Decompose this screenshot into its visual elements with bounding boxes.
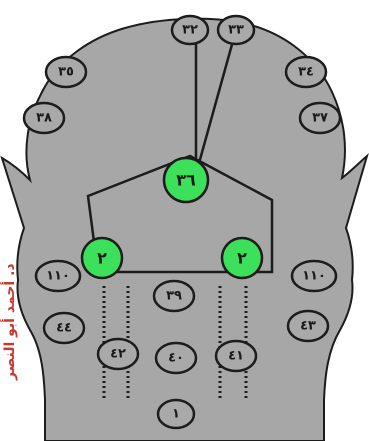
point-44-label: ٤٤	[56, 321, 72, 336]
point-2-left-label: ٢	[97, 249, 107, 268]
point-37-label: ٣٧	[312, 111, 328, 126]
point-44: ٤٤	[44, 313, 84, 343]
point-40-label: ٤٠	[168, 351, 184, 366]
point-36: ٣٦	[164, 158, 208, 202]
point-40: ٤٠	[156, 343, 196, 373]
point-34-label: ٣٤	[298, 65, 314, 80]
point-2-left: ٢	[82, 238, 122, 278]
point-110-right: ١١٠	[292, 261, 336, 291]
point-43: ٤٣	[288, 311, 328, 341]
point-110-left: ١١٠	[36, 261, 80, 291]
point-41: ٤١	[216, 341, 256, 371]
point-43-label: ٤٣	[300, 319, 316, 334]
point-38-label: ٣٨	[36, 111, 52, 126]
point-110-left-label: ١١٠	[46, 269, 70, 284]
point-32: ٣٢	[172, 16, 208, 44]
point-39-label: ٣٩	[166, 289, 182, 304]
point-36-label: ٣٦	[176, 171, 196, 190]
point-37: ٣٧	[300, 103, 340, 133]
point-110-right-label: ١١٠	[302, 269, 326, 284]
point-35-label: ٣٥	[58, 65, 74, 80]
point-39: ٣٩	[154, 281, 194, 311]
point-33: ٣٣	[218, 16, 254, 44]
point-34: ٣٤	[286, 57, 326, 87]
author-credit: د. أحمد أبو النصر	[0, 263, 18, 381]
point-33-label: ٣٣	[228, 23, 244, 38]
point-1-label: ١	[172, 407, 180, 422]
point-35: ٣٥	[46, 57, 86, 87]
point-42: ٤٢	[98, 339, 138, 369]
point-42-label: ٤٢	[110, 347, 126, 362]
point-41-label: ٤١	[228, 349, 244, 364]
point-1: ١	[158, 400, 194, 428]
point-2-right-label: ٢	[237, 249, 247, 268]
point-38: ٣٨	[24, 103, 64, 133]
point-2-right: ٢	[222, 238, 262, 278]
point-32-label: ٣٢	[182, 23, 198, 38]
